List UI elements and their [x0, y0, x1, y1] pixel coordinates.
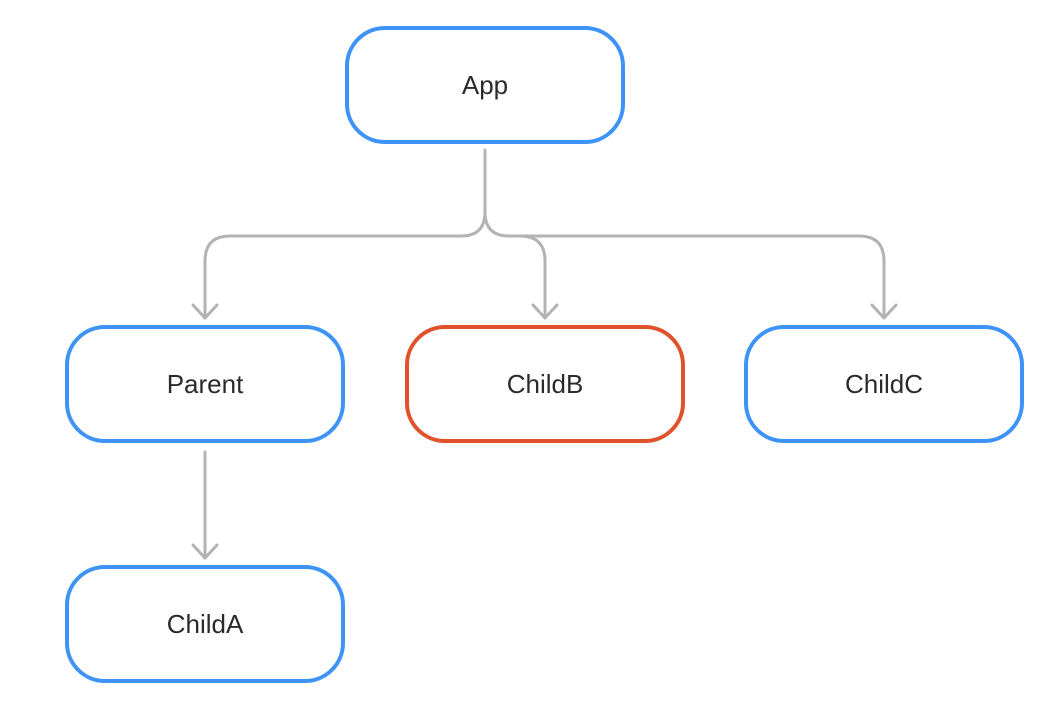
edge-app-to-childb: [483, 210, 547, 320]
edges: [191, 148, 898, 560]
node-parent-label: Parent: [167, 369, 244, 399]
node-childa-label: ChildA: [167, 609, 244, 639]
node-childb: ChildB: [405, 325, 685, 443]
node-childa: ChildA: [65, 565, 345, 683]
node-app: App: [345, 26, 625, 144]
node-app-box: [345, 26, 625, 144]
edge-app-to-parent: [203, 210, 487, 320]
node-parent-box: [65, 325, 345, 443]
edge-parent-to-childa-arrowhead: [191, 543, 219, 560]
node-childc-label: ChildC: [845, 369, 923, 399]
node-childa-box: [65, 565, 345, 683]
edge-app-to-parent-arrowhead: [191, 303, 219, 320]
edge-app-to-childc-arrowhead: [870, 303, 898, 320]
edge-app-to-childb-arrowhead: [531, 303, 559, 320]
node-parent: Parent: [65, 325, 345, 443]
node-childb-box: [405, 325, 685, 443]
node-childc-box: [744, 325, 1024, 443]
node-childb-label: ChildB: [507, 369, 584, 399]
node-app-label: App: [462, 70, 508, 100]
node-childc: ChildC: [744, 325, 1024, 443]
edge-app-to-childc: [507, 234, 886, 320]
